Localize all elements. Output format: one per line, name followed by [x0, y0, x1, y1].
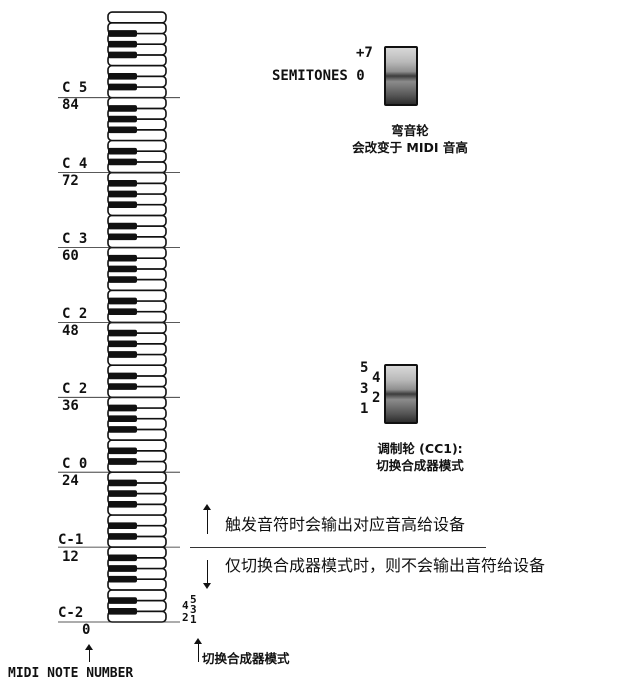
axis-arrow-head — [85, 644, 93, 650]
mode-keys-annotation: 切换合成器模式 — [202, 651, 290, 666]
mod-position-label: 4 — [372, 370, 381, 386]
mode-digit: 5 — [190, 593, 197, 606]
octave-note-label: C 2 — [62, 381, 88, 397]
black-key — [108, 458, 137, 465]
octave-note-label: C 2 — [62, 306, 88, 322]
black-key — [108, 30, 137, 37]
black-key — [108, 565, 137, 572]
midi-number-label: 48 — [62, 323, 79, 339]
black-key — [108, 447, 137, 455]
black-key — [108, 575, 137, 583]
black-key — [108, 329, 137, 337]
axis-arrow — [89, 648, 90, 662]
black-key — [108, 533, 137, 540]
lower-range-annotation: 仅切换合成器模式时，则不会输出音符给设备 — [225, 556, 546, 575]
black-key — [108, 222, 137, 230]
black-key — [108, 351, 137, 358]
black-key — [108, 522, 137, 530]
down-arrow — [207, 560, 208, 584]
octave-note-label: C 4 — [62, 156, 88, 172]
midi-number-label: 60 — [62, 248, 79, 264]
black-key — [108, 233, 137, 241]
mod-position-label: 1 — [360, 401, 369, 417]
octave-note-label: C-2 — [58, 605, 84, 621]
black-key — [108, 340, 137, 348]
black-key — [108, 105, 137, 112]
mod-wheel-caption: 调制轮 (CC1): — [377, 441, 463, 456]
upper-range-annotation: 触发音符时会输出对应音高给设备 — [225, 515, 466, 534]
black-key — [108, 276, 137, 283]
mod-position-label: 2 — [372, 390, 381, 406]
black-key — [108, 607, 137, 615]
pitch-wheel-center-label: SEMITONES 0 — [272, 68, 365, 84]
up-arrow-head — [203, 504, 211, 510]
mod-wheel[interactable] — [384, 364, 418, 424]
mode-digit: 4 — [182, 599, 189, 612]
octave-note-label: C 0 — [62, 456, 88, 472]
range-divider — [190, 547, 486, 548]
midi-number-label: 36 — [62, 398, 79, 414]
octave-note-label: C-1 — [58, 532, 84, 548]
black-key — [108, 179, 137, 187]
black-key — [108, 297, 137, 305]
black-key — [108, 383, 137, 390]
mode-digit: 2 — [182, 611, 189, 624]
midi-number-label: 72 — [62, 173, 79, 189]
black-key — [108, 254, 137, 262]
midi-number-label: 12 — [62, 549, 79, 565]
mod-wheel-caption: 切换合成器模式 — [376, 458, 464, 473]
midi-number-label: 0 — [82, 622, 91, 638]
midi-number-label: 24 — [62, 473, 79, 489]
black-key — [108, 479, 137, 487]
down-arrow-head — [203, 583, 211, 589]
pitch-wheel[interactable] — [384, 46, 418, 106]
black-key — [108, 158, 137, 166]
black-key — [108, 308, 137, 316]
black-key — [108, 201, 137, 209]
octave-note-label: C 3 — [62, 231, 88, 247]
black-key — [108, 490, 137, 497]
up-arrow — [207, 510, 208, 534]
black-key — [108, 372, 137, 380]
black-key — [108, 426, 137, 433]
black-key — [108, 72, 137, 80]
black-key — [108, 190, 137, 198]
black-key — [108, 83, 137, 91]
mod-position-label: 3 — [360, 381, 369, 397]
mode-arrow-head — [194, 638, 202, 644]
black-key — [108, 597, 137, 604]
black-key — [108, 404, 137, 412]
black-key — [108, 415, 137, 423]
mod-position-label: 5 — [360, 360, 369, 376]
pitch-wheel-caption: 弯音轮 — [391, 123, 429, 138]
black-key — [108, 147, 137, 155]
mode-digit: 3 — [190, 603, 197, 616]
black-key — [108, 265, 137, 273]
pitch-wheel-top-value: +7 — [356, 45, 373, 61]
axis-label: MIDI NOTE NUMBER — [8, 666, 134, 681]
white-key — [107, 11, 167, 24]
mode-arrow — [198, 642, 199, 662]
black-key — [108, 115, 137, 123]
octave-note-label: C 5 — [62, 80, 88, 96]
black-key — [108, 126, 137, 134]
mode-digit: 1 — [190, 613, 197, 626]
black-key — [108, 51, 137, 59]
black-key — [108, 554, 137, 562]
black-key — [108, 40, 137, 48]
pitch-wheel-caption: 会改变于 MIDI 音高 — [352, 140, 468, 155]
midi-number-label: 84 — [62, 97, 79, 113]
black-key — [108, 500, 137, 508]
